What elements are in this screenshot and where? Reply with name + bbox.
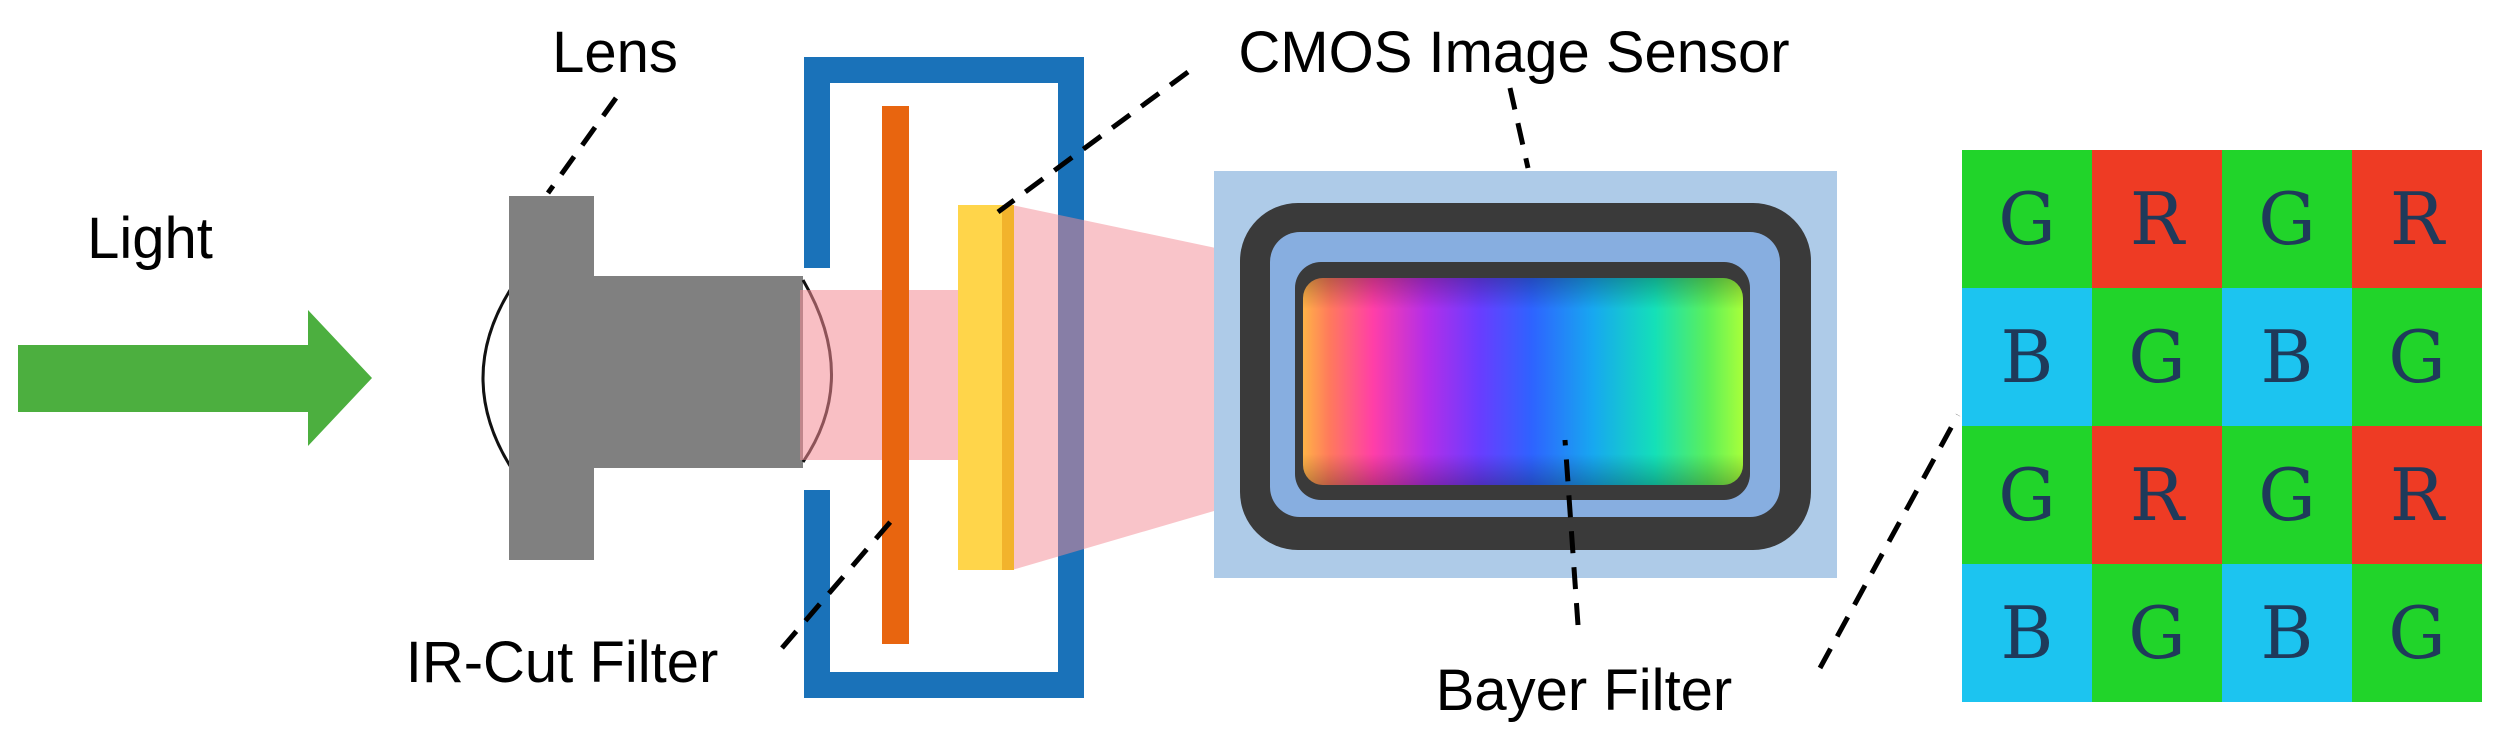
bayer-cell-label: R [2130,177,2186,261]
bayer-cell-label: R [2390,177,2446,261]
bayer-cell-r [2092,150,2222,288]
sensor-glass-edge [1002,205,1014,570]
bayer-cell-label: G [2388,315,2446,399]
bayer-cell-g [2222,150,2352,288]
bayer-cell-label: G [1998,453,2056,537]
bayer-cell-b [1962,288,2092,426]
bayer-spectrum-shade [1303,278,1743,485]
lens-label: Lens [552,20,678,85]
cmos-leader-2 [1507,87,1531,169]
bayer-cell-r [2092,426,2222,564]
bayer-cell-g [2092,288,2222,426]
lens-barrel [590,276,803,468]
bayer-cell-label: B [2001,591,2054,675]
bayer-filter-label: Bayer Filter [1436,658,1733,723]
bayer-cell-label: G [1998,177,2056,261]
bayer-cell-label: B [2261,591,2314,675]
light-beam [800,290,960,460]
cmos-leader-1 [996,69,1190,215]
bayer-cell-b [2222,288,2352,426]
bayer-cell-b [1962,564,2092,702]
bayer-cell-label: B [2001,315,2054,399]
bayer-cell-r [2352,150,2482,288]
bayer-cell-label: R [2390,453,2446,537]
bayer-cell-g [2352,564,2482,702]
bayer-cell-g [2222,426,2352,564]
bayer-cell-label: G [2388,591,2446,675]
bayer-cell-g [2092,564,2222,702]
ir-cut-leader [780,518,894,650]
bayer-cell-b [2222,564,2352,702]
ir-cut-label: IR-Cut Filter [406,630,719,695]
light-arrow [18,310,372,446]
bayer-cell-r [2352,426,2482,564]
bayer-leader-2 [1817,413,1961,670]
lens-front-curve [481,277,520,479]
bayer-cell-label: G [2258,453,2316,537]
bayer-cell-label: G [2128,315,2186,399]
bayer-cell-g [1962,426,2092,564]
bayer-cell-g [2352,288,2482,426]
bayer-leader-1 [1562,439,1581,626]
cmos-label: CMOS Image Sensor [1238,20,1789,85]
light-label: Light [87,206,213,271]
bayer-cell-label: G [2128,591,2186,675]
lens-leader [545,96,619,195]
bayer-cell-label: B [2261,315,2314,399]
bayer-cell-label: R [2130,453,2186,537]
bayer-cell-label: G [2258,177,2316,261]
ir-cut-filter [882,106,909,644]
lens-flange [509,196,594,560]
bayer-cell-g [1962,150,2092,288]
